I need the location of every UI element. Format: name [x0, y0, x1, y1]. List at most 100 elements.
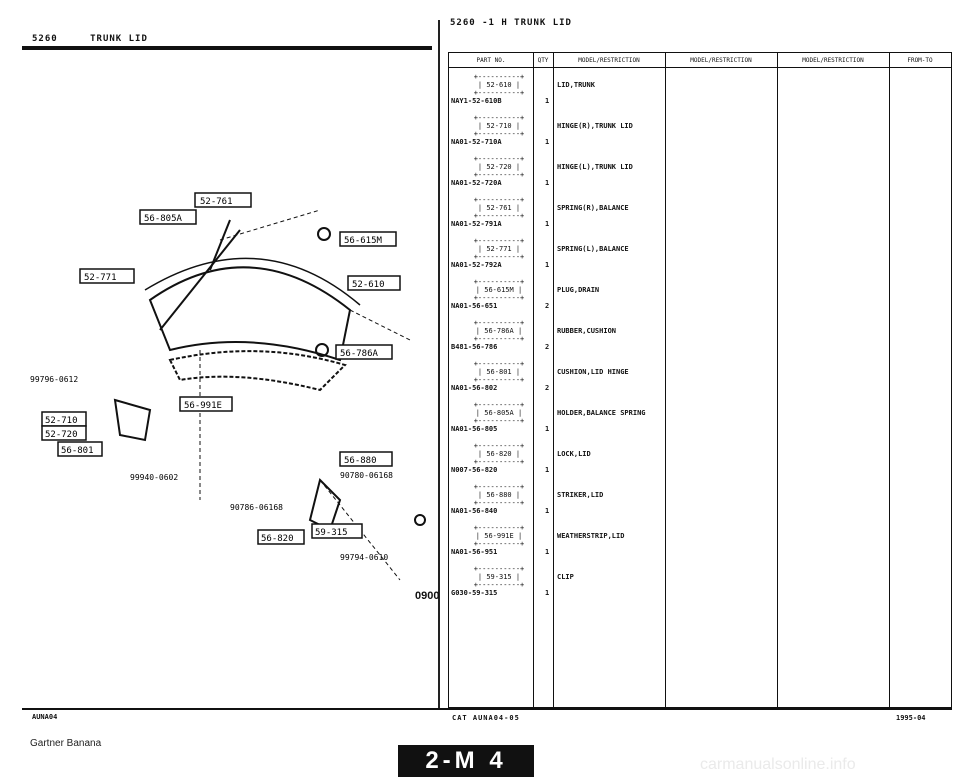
ref-box: +----------+| 52-761 |+----------+	[473, 196, 525, 220]
table-row: +----------+| 52-761 |+----------+NA01-5…	[449, 194, 951, 235]
part-description: SPRING(R),BALANCE	[557, 204, 629, 212]
ref-box: +----------+| 56-801 |+----------+	[473, 360, 525, 384]
svg-text:56-801: 56-801	[61, 446, 94, 456]
clip-icon	[414, 514, 426, 526]
quantity: 1	[545, 589, 550, 597]
column-rule	[889, 53, 890, 707]
footer-date: 1995-04	[896, 714, 926, 722]
bolt-label: 99796-0612	[30, 375, 78, 384]
table-row: +----------+| 56-880 |+----------+NA01-5…	[449, 481, 951, 522]
quantity: 1	[545, 138, 550, 146]
balance-spring	[209, 219, 231, 271]
footer-left-code: AUNA04	[32, 713, 58, 721]
column-rule	[533, 53, 534, 707]
svg-text:56-991E: 56-991E	[184, 401, 222, 411]
part-number: NA01-56-840	[451, 507, 498, 515]
callout-56-786A: 56-786A	[335, 344, 393, 360]
table-row: +----------+| 56-805A |+----------+NA01-…	[449, 399, 951, 440]
left-header-code: 5260	[32, 34, 58, 44]
column-header: MODEL/RESTRICTION	[690, 56, 752, 64]
ref-number: 56-801	[486, 368, 512, 376]
ref-number: 52-610	[486, 81, 512, 89]
ref-number: 56-805A	[484, 409, 514, 417]
svg-text:56-880: 56-880	[344, 456, 377, 466]
balance-spring	[159, 229, 241, 331]
table-row: +----------+| 56-615M |+----------+NA01-…	[449, 276, 951, 317]
part-number: G030-59-315	[451, 589, 498, 597]
part-number: NA01-56-651	[451, 302, 498, 310]
table-row: +----------+| 56-820 |+----------+N007-5…	[449, 440, 951, 481]
quantity: 1	[545, 261, 550, 269]
column-header: MODEL/RESTRICTION	[802, 56, 864, 64]
ref-box: +----------+| 52-771 |+----------+	[473, 237, 525, 261]
ref-box: +----------+| 56-805A |+----------+	[473, 401, 525, 425]
quantity: 1	[545, 97, 550, 105]
part-number: NA01-52-720A	[451, 179, 502, 187]
part-number: NA01-56-805	[451, 425, 498, 433]
ref-box: +----------+| 52-610 |+----------+	[473, 73, 525, 97]
bolt-label: 99940-0602	[130, 473, 178, 482]
quantity: 2	[545, 384, 550, 392]
part-number: NA01-52-791A	[451, 220, 502, 228]
trunk-lid-outline	[148, 266, 352, 362]
table-header: PART NO. QTY MODEL/RESTRICTION MODEL/RES…	[449, 53, 951, 68]
part-description: HINGE(L),TRUNK LID	[557, 163, 633, 171]
part-number: NAY1-52-610B	[451, 97, 502, 105]
trunk-lid-curve	[144, 257, 361, 306]
page-badge: 2-M 4	[398, 745, 534, 777]
ref-box: +----------+| 56-786A |+----------+	[473, 319, 525, 343]
bolt-label: 99794-0610	[340, 553, 388, 562]
quantity: 2	[545, 302, 550, 310]
part-description: WEATHERSTRIP,LID	[557, 532, 625, 540]
part-description: HOLDER,BALANCE SPRING	[557, 409, 646, 417]
part-description: CUSHION,LID HINGE	[557, 368, 629, 376]
svg-text:52-710: 52-710	[45, 416, 78, 426]
ref-box: +----------+| 56-880 |+----------+	[473, 483, 525, 507]
svg-text:52-761: 52-761	[200, 197, 233, 207]
left-header-title: TRUNK LID	[90, 34, 148, 44]
ref-box: +----------+| 56-820 |+----------+	[473, 442, 525, 466]
table-row: +----------+| 52-610 |+----------+NAY1-5…	[449, 71, 951, 112]
callout-59-315: 59-315	[311, 523, 363, 539]
svg-text:59-315: 59-315	[315, 528, 348, 538]
exploded-diagram: 52-761 56-805A 56-615M 52-771 52-610 56-…	[30, 192, 426, 581]
svg-text:52-610: 52-610	[352, 280, 385, 290]
callout-52-771: 52-771	[79, 268, 135, 284]
part-number: NA01-56-951	[451, 548, 498, 556]
callout-56-801: 56-801	[57, 441, 103, 457]
column-header: QTY	[537, 56, 549, 64]
ref-number: 52-710	[486, 122, 512, 130]
ref-number: 52-771	[486, 245, 512, 253]
table-row: +----------+| 52-710 |+----------+NA01-5…	[449, 112, 951, 153]
svg-text:56-820: 56-820	[261, 534, 294, 544]
part-number: NA01-52-710A	[451, 138, 502, 146]
column-rule	[777, 53, 778, 707]
callout-56-880: 56-880	[339, 451, 393, 467]
callout-52-610: 52-610	[347, 275, 401, 291]
header-rule	[22, 46, 432, 50]
svg-text:56-615M: 56-615M	[344, 236, 383, 246]
quantity: 1	[545, 220, 550, 228]
ref-box: +----------+| 59-315 |+----------+	[473, 565, 525, 589]
page-divider	[438, 20, 440, 710]
part-description: LID,TRUNK	[557, 81, 595, 89]
ref-number: 52-761	[486, 204, 512, 212]
part-description: HINGE(R),TRUNK LID	[557, 122, 633, 130]
callout-52-710: 52-710	[41, 411, 87, 427]
quantity: 1	[545, 179, 550, 187]
quantity: 1	[545, 466, 550, 474]
quantity: 2	[545, 343, 550, 351]
part-description: SPRING(L),BALANCE	[557, 245, 629, 253]
part-number: B481-56-786	[451, 343, 498, 351]
part-number: NA01-52-792A	[451, 261, 502, 269]
site-watermark: carmanualsonline.info	[700, 756, 856, 773]
footer-rule	[22, 708, 952, 710]
footer-catalog: CAT AUNA04-05	[452, 714, 520, 722]
right-header-title: 5260 -1 H TRUNK LID	[450, 18, 572, 28]
callout-52-720: 52-720	[41, 425, 87, 441]
ref-number: 56-880	[486, 491, 512, 499]
table-row: +----------+| 56-801 |+----------+NA01-5…	[449, 358, 951, 399]
table-row: +----------+| 56-786A |+----------+B481-…	[449, 317, 951, 358]
cushion-icon	[315, 343, 329, 357]
svg-text:52-720: 52-720	[45, 430, 78, 440]
